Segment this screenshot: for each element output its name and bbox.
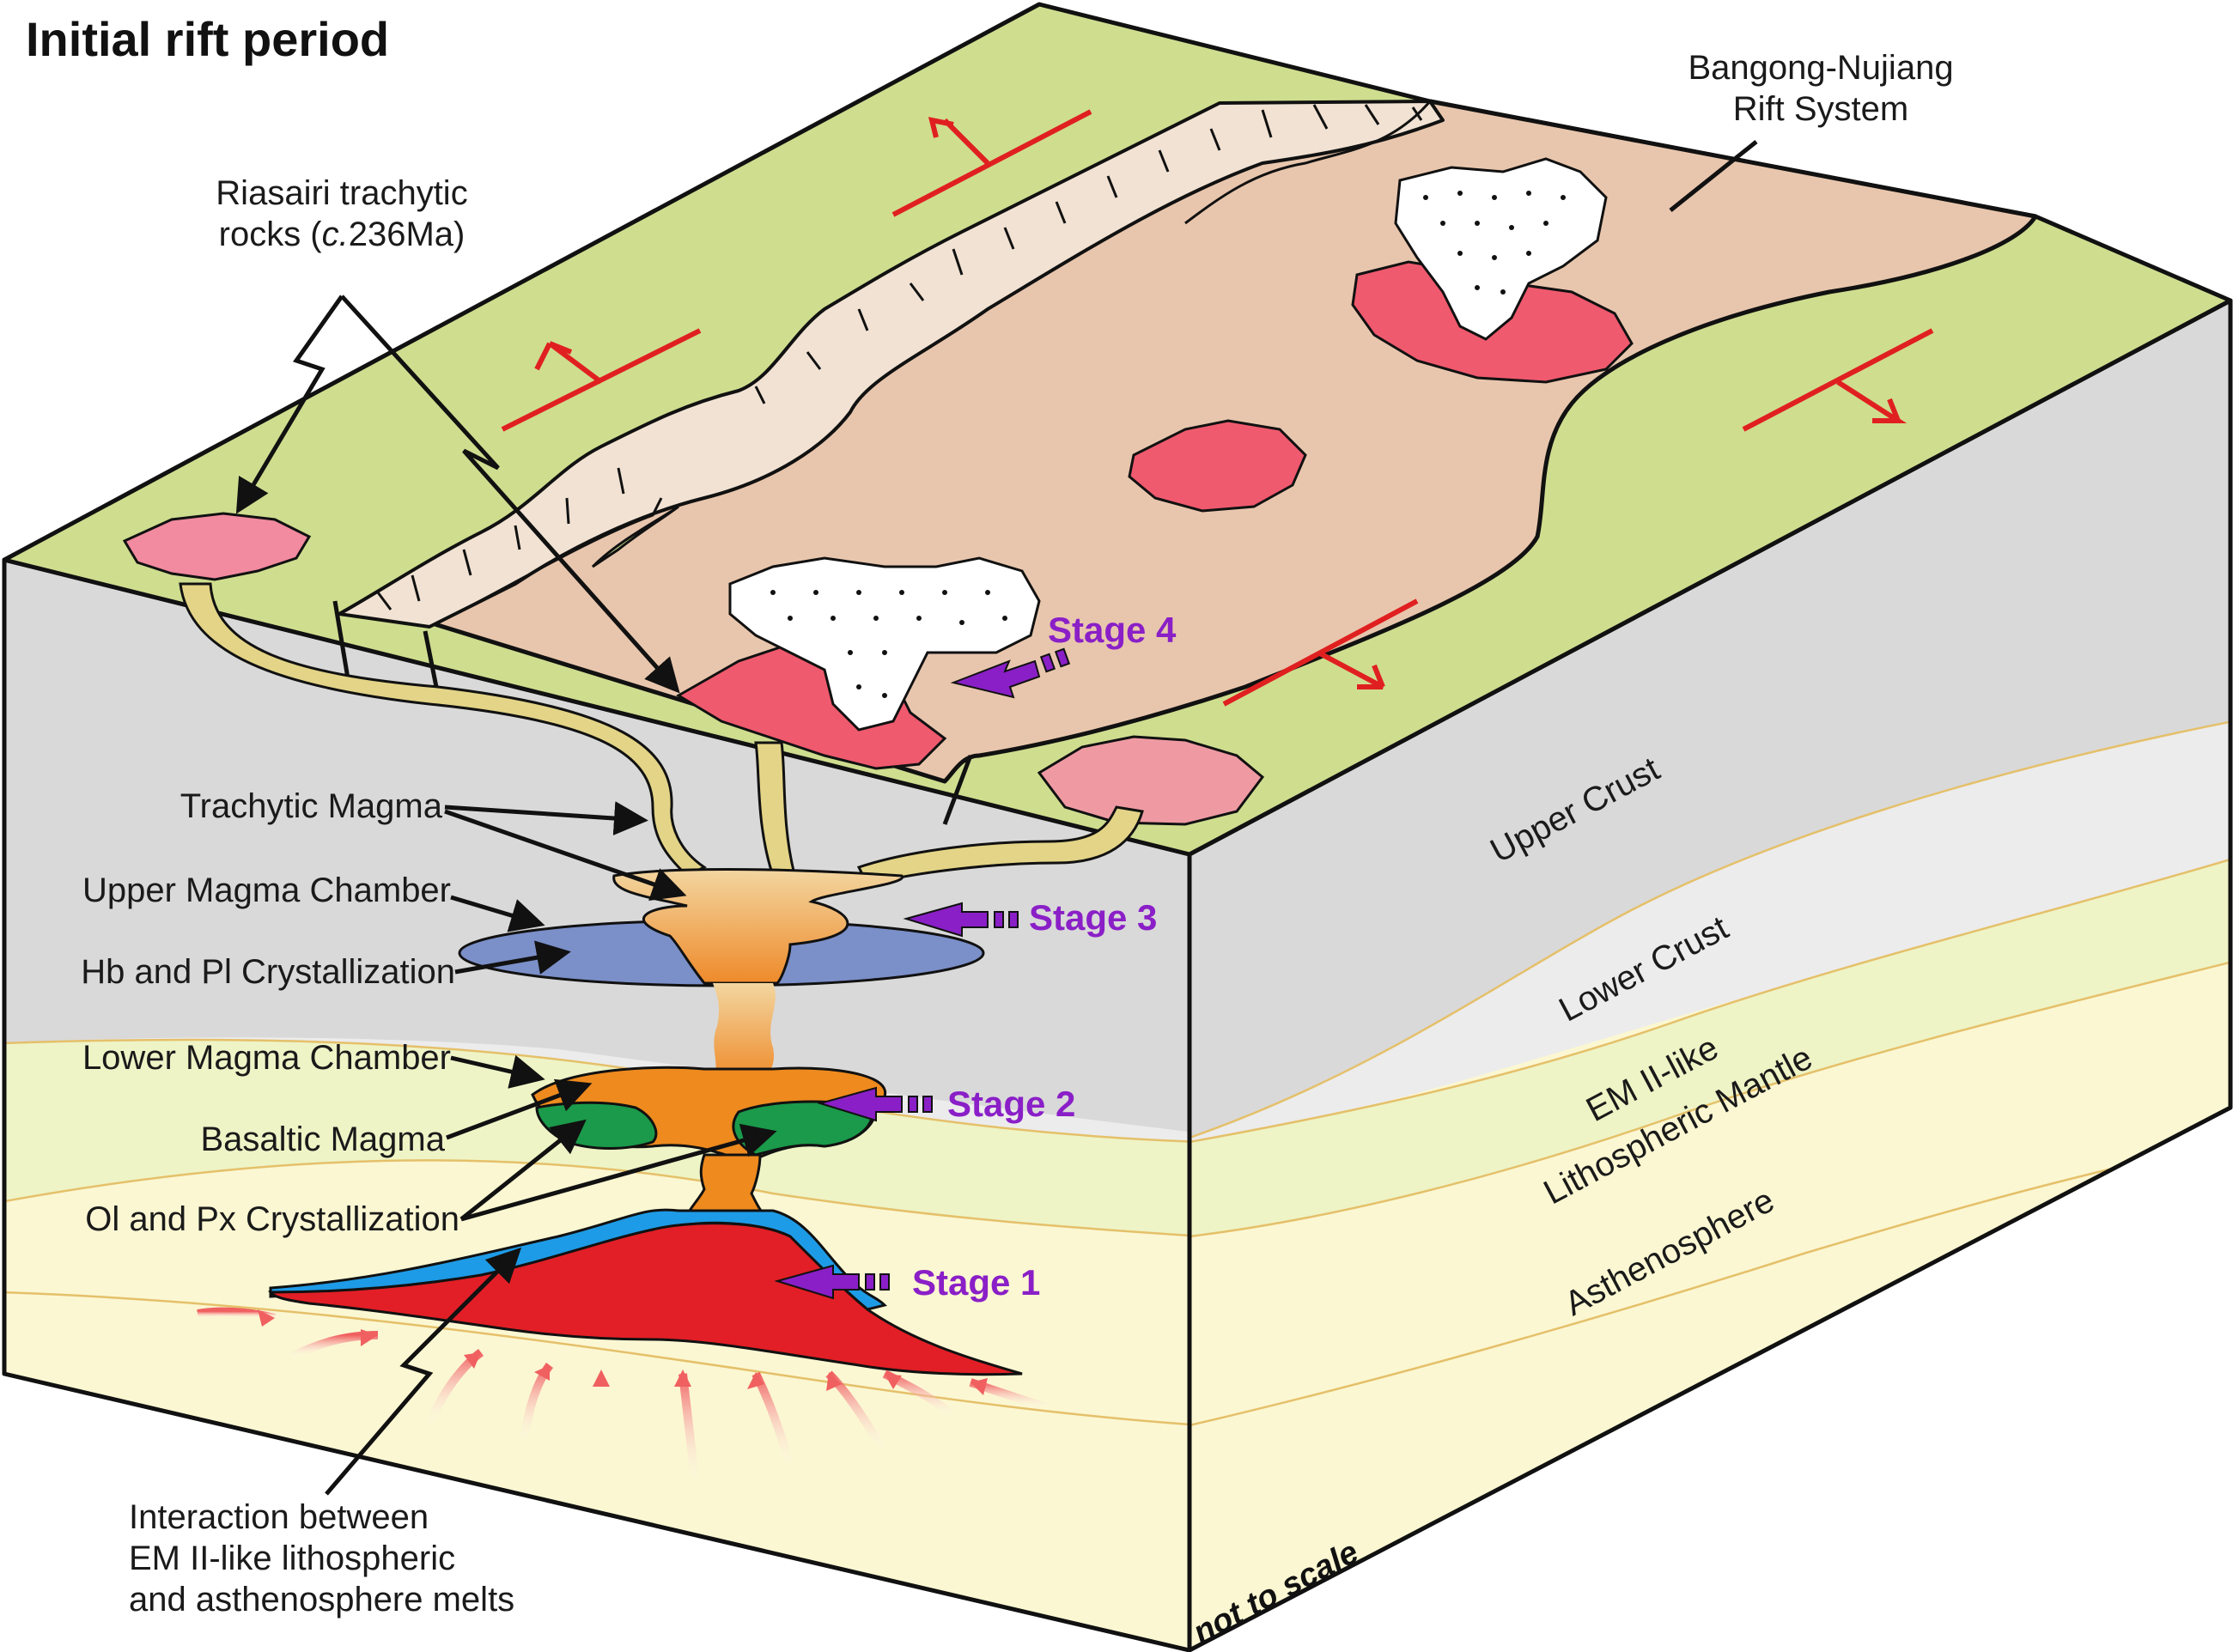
stage3-label: Stage 3 [1029, 897, 1157, 938]
trachytic-magma-label: Trachytic Magma [180, 787, 443, 825]
interaction-label-line3: and asthenosphere melts [129, 1581, 514, 1619]
stage1-label: Stage 1 [912, 1262, 1040, 1303]
magma-system [179, 582, 1144, 1486]
asthenosphere-melt [268, 1222, 1023, 1376]
hb-pl-label: Hb and Pl Crystallization [81, 953, 455, 991]
rift-system-label-line2: Rift System [1733, 90, 1908, 128]
lower-chamber-label: Lower Magma Chamber [82, 1039, 451, 1077]
basaltic-magma-label: Basaltic Magma [200, 1121, 445, 1158]
extension-arrow [1742, 328, 1934, 432]
ol-px-label: Ol and Px Crystallization [85, 1200, 459, 1238]
extension-arrow [1222, 598, 1419, 707]
upper-chamber-label: Upper Magma Chamber [82, 872, 451, 909]
top-surface [2, 2, 2233, 857]
trachytic-rock-patch [1128, 419, 1307, 513]
stage2-label: Stage 2 [947, 1084, 1075, 1124]
trachytic-rock-patch [1037, 735, 1265, 826]
figure-title: Initial rift period [26, 12, 389, 66]
stage4-label: Stage 4 [1048, 610, 1177, 650]
extension-arrow [501, 328, 702, 432]
interaction-label-line1: Interaction between [129, 1498, 429, 1536]
riasairi-label-line1: Riasairi trachytic [216, 174, 467, 212]
rift-system-label-line1: Bangong-Nujiang [1688, 49, 1953, 87]
stage-arrows [774, 647, 1071, 1300]
riasairi-label-line2: rocks (c.236Ma) [219, 216, 465, 253]
sediment-patch [1394, 157, 1608, 341]
sediment-patch [728, 556, 1041, 732]
trachytic-dike [856, 805, 1144, 886]
extension-arrow [891, 109, 1092, 217]
interaction-label-line2: EM II-like lithospheric [129, 1540, 455, 1577]
leader-lines [235, 140, 1758, 1496]
fault-escarpment [338, 100, 1445, 629]
trachytic-rock-patch [122, 512, 312, 581]
